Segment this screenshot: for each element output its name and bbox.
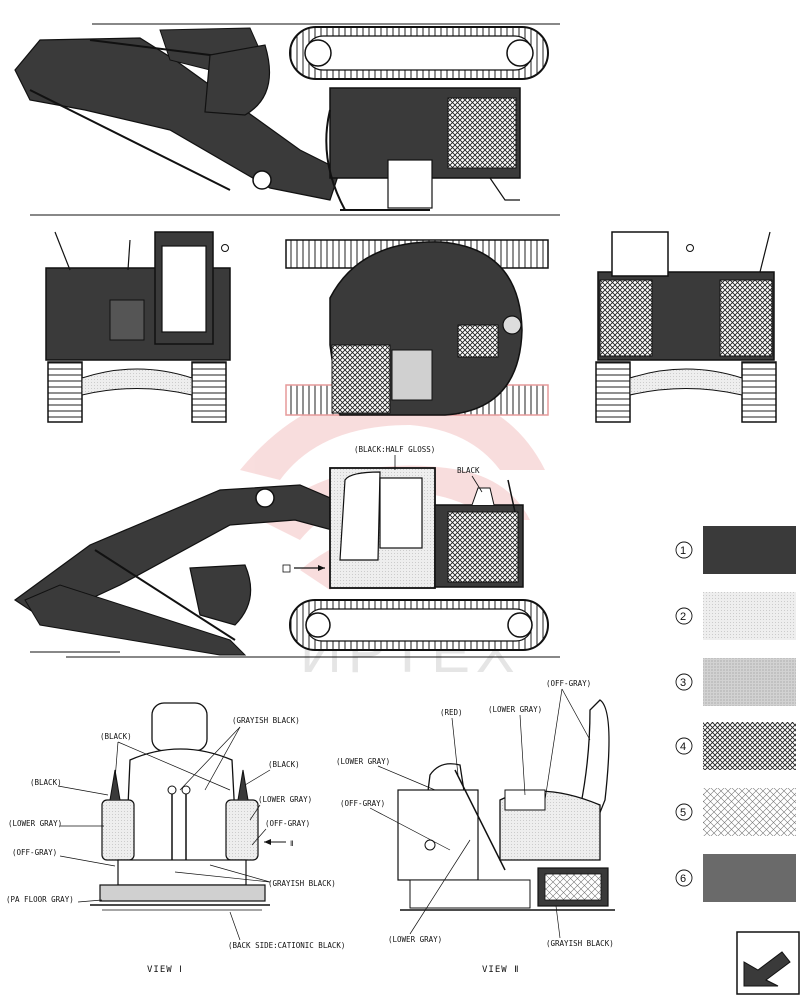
svg-text:5: 5 [680, 807, 686, 819]
v2-label-grayish-black: (GRAYISH BLACK) [546, 939, 614, 948]
view1-seat-drawing [90, 702, 270, 911]
svg-text:1: 1 [680, 545, 686, 557]
svg-text:6: 6 [680, 873, 686, 885]
v2-label-red: (RED) [440, 708, 463, 717]
v2-label-off-gray-left: (OFF-GRAY) [340, 799, 385, 808]
view2-seat-drawing [397, 699, 615, 911]
excavator-side-view-cab [13, 467, 560, 658]
v1-label-back-side: (BACK SIDE:CATIONIC BLACK) [228, 941, 345, 950]
svg-text:3: 3 [680, 677, 686, 689]
v1-label-black-1: (BLACK) [100, 732, 132, 741]
color-legend: 1 2 3 4 5 6 [675, 526, 796, 902]
v1-label-grayish-black-top: (GRAYISH BLACK) [232, 716, 300, 725]
svg-text:2: 2 [680, 611, 686, 623]
view1-title: VIEW Ⅰ [147, 965, 183, 975]
legend-item-2: 2 [675, 592, 796, 640]
v2-label-lower-gray-bottom: (LOWER GRAY) [388, 935, 442, 944]
v1-label-pa-floor-gray: (PA FLOOR GRAY) [6, 895, 74, 904]
legend-item-6: 6 [675, 854, 796, 902]
legend-item-1: 1 [675, 526, 796, 574]
v1-label-lower-gray-right: (LOWER GRAY) [258, 795, 312, 804]
v1-arrow-label: Ⅱ [290, 839, 294, 848]
v1-label-off-gray-left: (OFF-GRAY) [12, 848, 57, 857]
label-cab-paint: (BLACK:HALF GLOSS) [354, 445, 435, 454]
view-arrow-box [282, 564, 291, 573]
label-rear-black: BLACK [457, 466, 480, 475]
legend-item-5: 5 [675, 788, 796, 836]
v1-label-black-3: (BLACK) [268, 760, 300, 769]
v1-label-lower-gray-left: (LOWER GRAY) [8, 819, 62, 828]
excavator-top-view [285, 239, 549, 416]
legend-item-4: 4 [675, 722, 796, 770]
page-turn-arrow-icon[interactable] [736, 931, 800, 995]
excavator-side-view-top [14, 23, 560, 216]
excavator-front-view [45, 231, 231, 423]
excavator-rear-view [595, 231, 777, 423]
v1-label-off-gray-right: (OFF-GRAY) [265, 819, 310, 828]
v2-label-off-gray-top: (OFF-GRAY) [546, 679, 591, 688]
v1-label-grayish-black-bottom: (GRAYISH BLACK) [268, 879, 336, 888]
v2-label-lower-gray-left: (LOWER GRAY) [336, 757, 390, 766]
svg-text:4: 4 [680, 741, 686, 753]
v2-label-lower-gray-top: (LOWER GRAY) [488, 705, 542, 714]
v1-label-black-2: (BLACK) [30, 778, 62, 787]
legend-item-3: 3 [675, 658, 796, 706]
view2-title: VIEW Ⅱ [482, 965, 520, 975]
